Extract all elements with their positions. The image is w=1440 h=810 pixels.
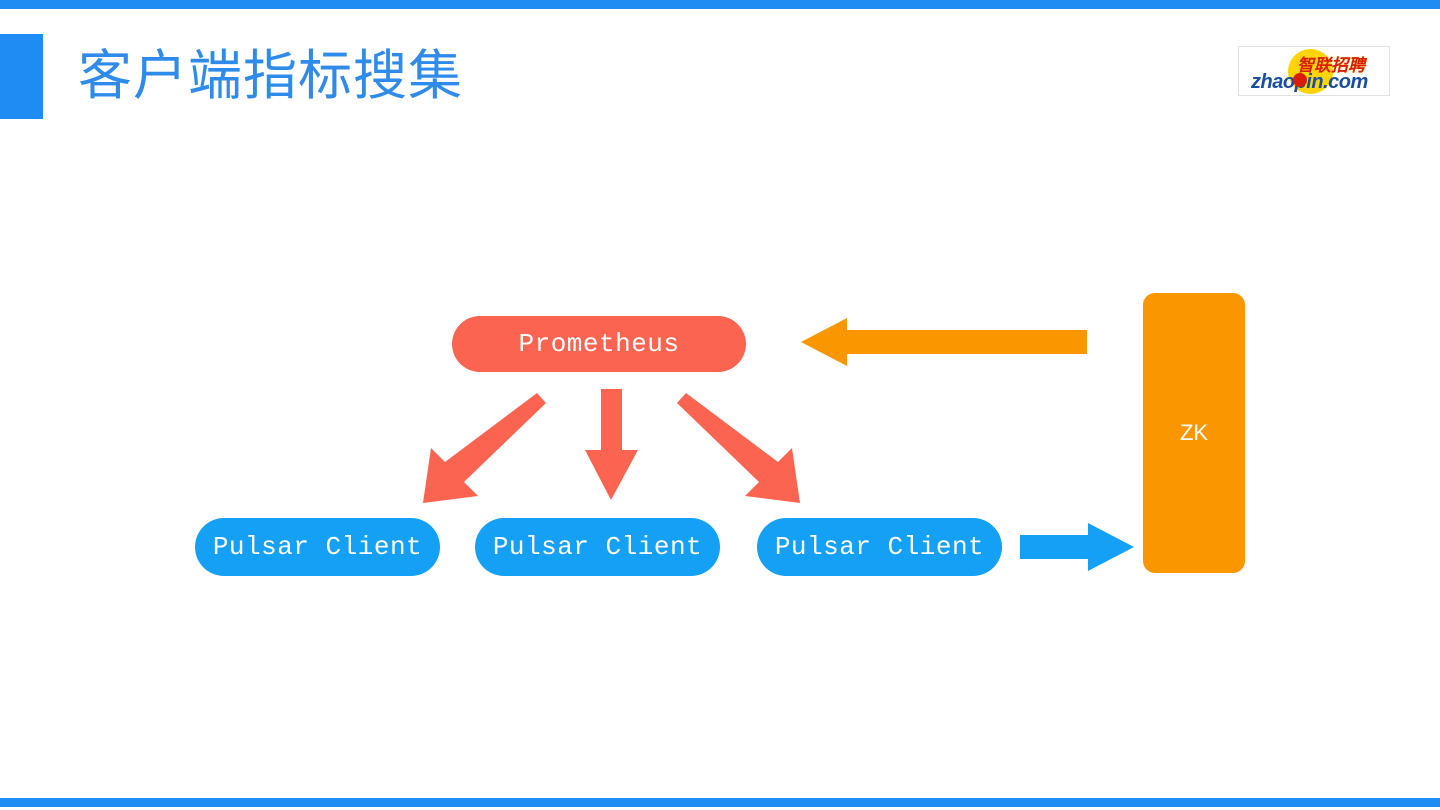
arrow-prometheus-to-client-3 (677, 393, 800, 503)
title-accent-block (0, 34, 43, 119)
page-title: 客户端指标搜集 (78, 46, 463, 106)
node-pulsar-client-3[interactable]: Pulsar Client (757, 518, 1002, 576)
logo-circle-icon (1288, 49, 1333, 94)
node-prometheus[interactable]: Prometheus (452, 316, 746, 372)
bottom-rule (0, 798, 1440, 807)
arrow-client-3-to-zk (1020, 523, 1134, 571)
arrow-prometheus-to-client-2 (585, 389, 638, 500)
zhaopin-logo: 智联招聘 zhaopin.com (1238, 46, 1390, 96)
logo-chinese-text: 智联招聘 (1297, 56, 1365, 75)
node-zk[interactable]: ZK (1143, 293, 1245, 573)
node-pulsar-client-2[interactable]: Pulsar Client (475, 518, 720, 576)
arrow-prometheus-to-client-1 (423, 393, 546, 503)
top-rule (0, 0, 1440, 9)
node-pulsar-client-1[interactable]: Pulsar Client (195, 518, 440, 576)
arrow-zk-to-prometheus (801, 318, 1087, 366)
logo-inner: 智联招聘 zhaopin.com (1239, 47, 1389, 95)
logo-dot-icon (1293, 73, 1307, 87)
logo-english-text: zhaopin.com (1251, 71, 1368, 93)
